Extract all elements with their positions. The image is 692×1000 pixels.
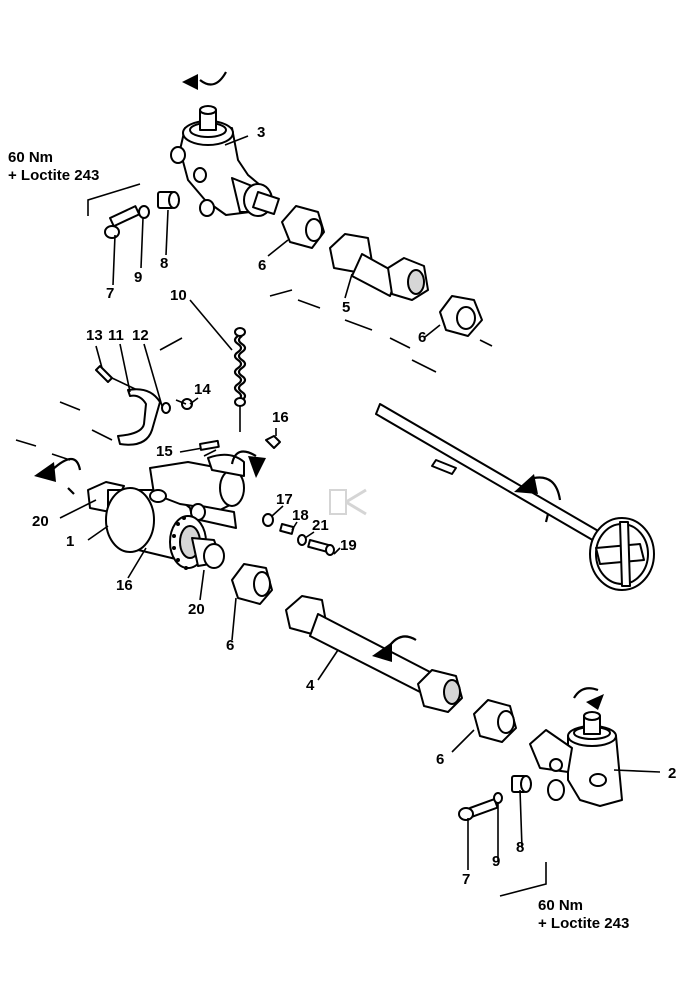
washer-17	[262, 513, 274, 527]
callout-14: 14	[194, 381, 211, 398]
screw-7-bottom	[458, 798, 499, 821]
callout-9: 9	[134, 269, 142, 286]
callout-15: 15	[156, 443, 173, 460]
callout-3: 3	[257, 124, 265, 141]
watermark-logo-icon	[329, 488, 367, 516]
callout-6: 6	[436, 751, 444, 768]
callout-13: 13	[86, 327, 103, 344]
clamp-13-11-12	[95, 343, 199, 446]
washer-9-top	[138, 205, 150, 219]
callout-6: 6	[418, 329, 426, 346]
coupling-6-upper-right	[439, 295, 483, 337]
torque-value: 60 Nm	[8, 149, 53, 166]
callout-1: 1	[66, 533, 74, 550]
washer-21	[297, 534, 307, 546]
callout-8: 8	[516, 839, 524, 856]
screw-19	[307, 539, 335, 556]
coupling-6-lower	[473, 699, 517, 743]
coupling-6-middle	[231, 563, 273, 605]
rotation-arrow-icon	[573, 687, 604, 710]
callout-20: 20	[188, 601, 205, 618]
screw-7-top	[104, 205, 141, 239]
washer-9-bottom	[493, 792, 503, 804]
callout-18: 18	[292, 507, 309, 524]
callout-16: 16	[116, 577, 133, 594]
callout-10: 10	[170, 287, 187, 304]
callout-6: 6	[226, 637, 234, 654]
callout-16: 16	[272, 409, 289, 426]
callout-11: 11	[108, 327, 124, 344]
rotation-arrow-icon	[372, 635, 417, 662]
callout-12: 12	[132, 327, 149, 344]
agitator-shaft	[375, 403, 655, 591]
loctite-note: + Loctite 243	[538, 915, 629, 932]
shaft-4	[285, 595, 463, 713]
housing-1	[87, 453, 245, 570]
callout-6: 6	[258, 257, 266, 274]
shaft-5	[329, 233, 429, 301]
callout-8: 8	[160, 255, 168, 272]
callout-2: 2	[668, 765, 676, 782]
callout-19: 19	[340, 537, 357, 554]
callout-21: 21	[312, 517, 329, 534]
rotation-arrow-icon	[514, 474, 562, 523]
callout-7: 7	[106, 285, 114, 302]
callout-4: 4	[306, 677, 315, 694]
bushing-8-top	[157, 191, 180, 209]
callout-20: 20	[32, 513, 49, 530]
torque-note-top: 60 Nm + Loctite 243	[8, 149, 99, 184]
rotation-arrow-icon	[230, 450, 266, 478]
loctite-note: + Loctite 243	[8, 167, 99, 184]
torque-note-bottom: 60 Nm + Loctite 243	[538, 897, 629, 932]
bushing-8-bottom	[511, 775, 532, 793]
rotation-arrow-icon	[182, 71, 227, 90]
callout-17: 17	[276, 491, 293, 508]
callout-5: 5	[342, 299, 350, 316]
coupling-6-upper-left	[281, 205, 325, 249]
nut-16-right	[265, 428, 281, 449]
gearbox-2	[529, 711, 623, 807]
callout-9: 9	[492, 853, 500, 870]
torque-value: 60 Nm	[538, 897, 583, 914]
gearbox-3	[170, 105, 280, 217]
callout-7: 7	[462, 871, 470, 888]
spring-10	[189, 299, 247, 432]
pin-18	[279, 523, 295, 535]
rotation-arrow-icon	[34, 457, 82, 495]
screw-15	[179, 439, 220, 453]
